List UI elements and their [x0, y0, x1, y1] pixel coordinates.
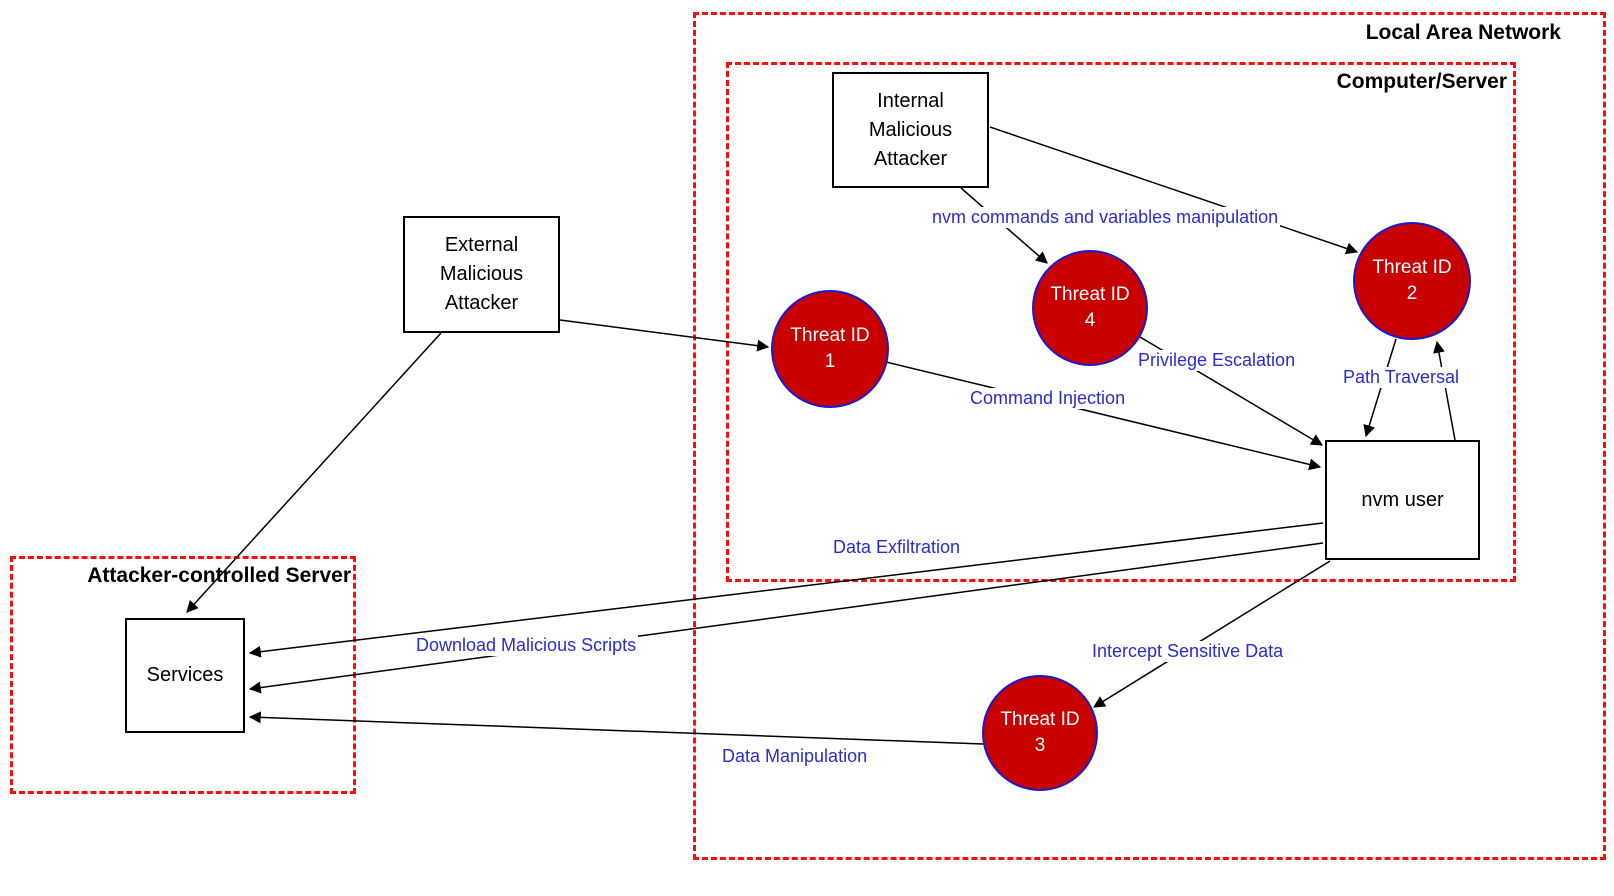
edge-threat-1-to-nvm-user	[885, 361, 1322, 471]
edge-label-command-injection: Command Injection	[968, 388, 1128, 409]
edge-label-privilege-escalation: Privilege Escalation	[1136, 350, 1298, 371]
edge-label-data-manipulation: Data Manipulation	[720, 746, 870, 767]
node-external-malicious-attacker: External Malicious Attacker	[403, 216, 560, 333]
threat-title: Threat ID	[1000, 709, 1080, 731]
threat-number: 1	[824, 351, 836, 372]
edge-nvm-user-to-threat-2	[1433, 340, 1456, 441]
node-label-line: External	[444, 234, 519, 256]
edge-external-attacker-to-services	[186, 332, 442, 613]
threat-title: Threat ID	[1372, 257, 1452, 279]
threat-node-2: Threat ID 2	[1353, 222, 1471, 340]
node-label-line: Malicious	[439, 263, 524, 285]
node-label-line: Attacker	[444, 292, 519, 314]
edge-label-nvm-manipulation: nvm commands and variables manipulation	[930, 207, 1281, 228]
threat-node-3: Threat ID 3	[982, 675, 1098, 791]
edge-label-path-traversal: Path Traversal	[1341, 367, 1462, 388]
threat-number: 3	[1034, 735, 1046, 756]
boundary-label-local-area-network: Local Area Network	[1365, 21, 1561, 44]
node-services: Services	[125, 618, 245, 733]
edge-label-intercept-sensitive-data: Intercept Sensitive Data	[1090, 641, 1286, 662]
boundary-computer-server: Computer/Server	[726, 62, 1516, 582]
threat-node-1: Threat ID 1	[771, 290, 889, 408]
node-label-line: Malicious	[868, 118, 953, 141]
node-label-line: Attacker	[873, 147, 948, 170]
node-label-line: Internal	[877, 89, 944, 112]
boundary-label-attacker-controlled-server: Attacker-controlled Server	[87, 564, 351, 587]
edge-threat-3-to-services	[248, 711, 984, 745]
node-internal-malicious-attacker: Internal Malicious Attacker	[832, 72, 989, 188]
edge-external-attacker-to-threat-1	[559, 319, 770, 352]
threat-number: 4	[1084, 310, 1096, 331]
threat-number: 2	[1406, 283, 1418, 304]
threat-title: Threat ID	[1050, 284, 1130, 306]
edge-nvm-user-to-services-exfiltration	[248, 522, 1324, 658]
threat-node-4: Threat ID 4	[1032, 250, 1148, 366]
edge-nvm-user-to-services-download	[248, 542, 1324, 694]
boundary-label-computer-server: Computer/Server	[1336, 70, 1507, 93]
node-label: nvm user	[1361, 488, 1444, 511]
edge-nvm-user-to-threat-3	[1092, 560, 1331, 708]
edge-label-download-malicious-scripts: Download Malicious Scripts	[414, 635, 639, 656]
edge-label-data-exfiltration: Data Exfiltration	[831, 537, 963, 558]
node-label: Services	[146, 664, 224, 686]
node-nvm-user: nvm user	[1325, 440, 1480, 560]
edge-internal-attacker-to-threat-2	[989, 126, 1359, 255]
threat-title: Threat ID	[790, 325, 870, 347]
boundary-local-area-network: Local Area Network	[693, 12, 1606, 860]
